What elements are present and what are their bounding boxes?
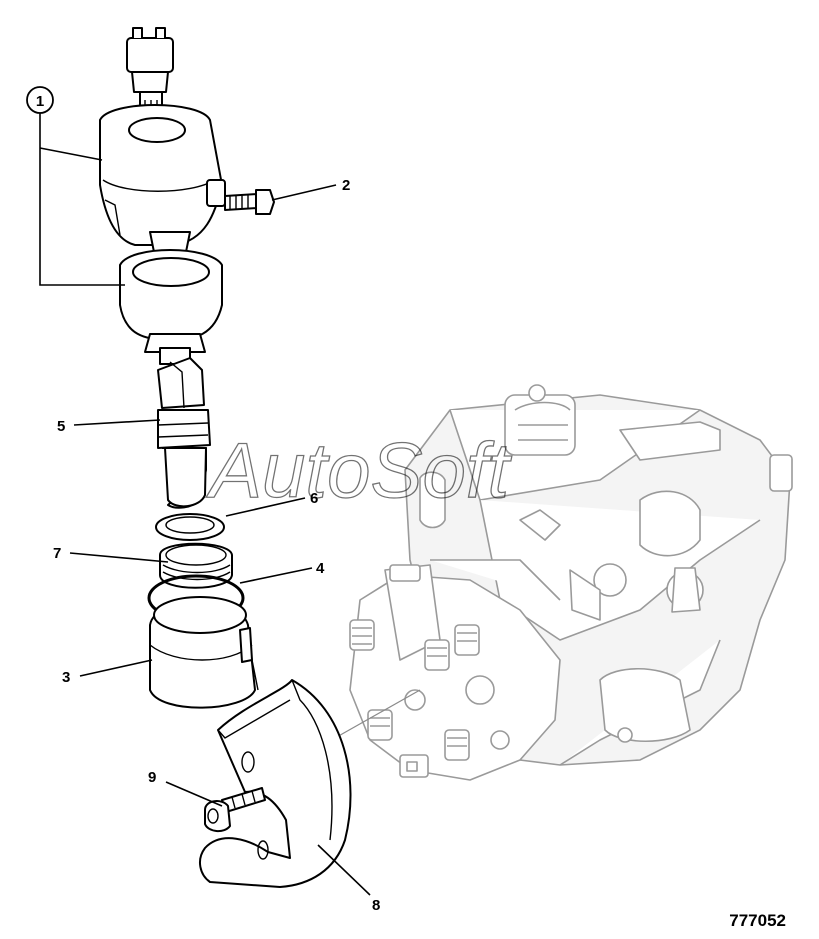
callout-label-5: 5 <box>57 418 65 435</box>
callout-label-8: 8 <box>372 897 380 914</box>
sleeve-part-3 <box>149 596 259 709</box>
callout-1: 1 <box>26 86 54 114</box>
bolt-part-9 <box>204 787 266 832</box>
callout-label-7: 7 <box>53 545 61 562</box>
bracket-part-8 <box>198 679 352 888</box>
solenoid-body-lower <box>119 231 223 365</box>
callout-label-6: 6 <box>310 490 318 507</box>
plunger-shaft-part-5 <box>157 357 211 509</box>
callout-label-9: 9 <box>148 769 156 786</box>
delivery-valve-stud <box>349 619 375 651</box>
leader-lines <box>39 112 371 896</box>
watermark: AutoSoft <box>206 426 513 514</box>
callout-label-1: 1 <box>36 93 44 110</box>
screw-part-2 <box>224 189 275 215</box>
figure-id: 777052 <box>729 911 786 930</box>
callout-label-2: 2 <box>342 177 350 194</box>
threaded-seal-part-7 <box>159 542 233 589</box>
callout-label-3: 3 <box>62 669 70 686</box>
callout-label-4: 4 <box>316 560 325 577</box>
injection-pump-assembly <box>349 384 793 781</box>
ring-part-6 <box>155 513 225 541</box>
solenoid-housing <box>99 104 226 246</box>
